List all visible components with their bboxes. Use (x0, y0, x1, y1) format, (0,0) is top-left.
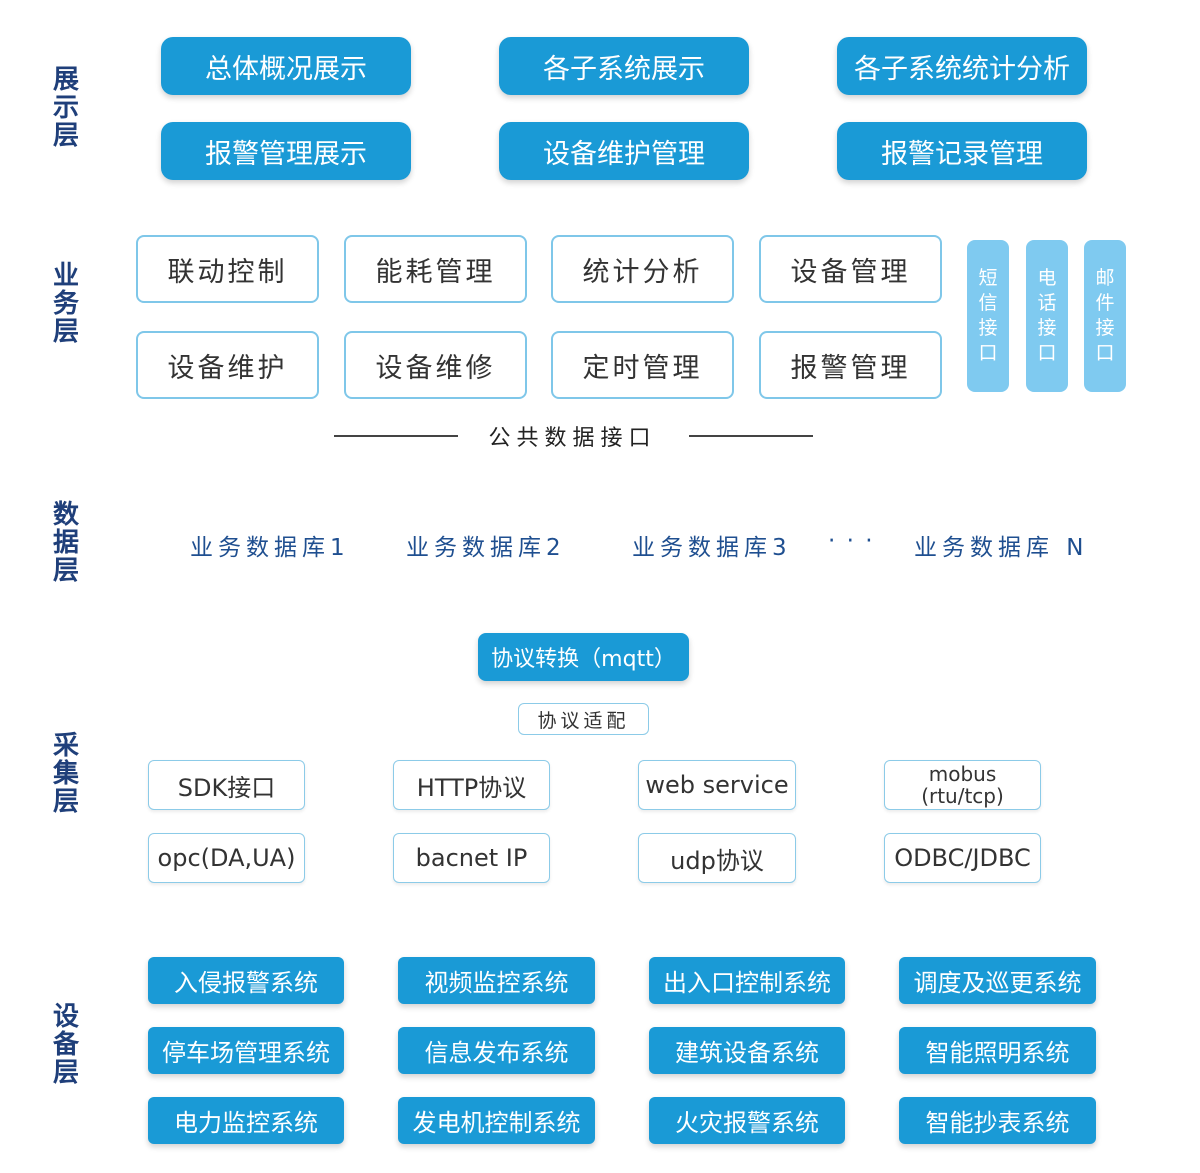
mobus-label: mobus (928, 762, 997, 786)
device-system-box: 信息发布系统 (398, 1027, 595, 1074)
business-module: 能耗管理 (344, 235, 527, 303)
database-label: 业务数据库3 (632, 535, 792, 561)
business-module: 联动控制 (136, 235, 319, 303)
device-system-box: 建筑设备系统 (649, 1027, 845, 1074)
database-label: 业务数据库2 (406, 535, 566, 561)
layer-label-device: 设备层 (52, 1002, 79, 1088)
sms-interface: 短信接口 (967, 240, 1009, 392)
business-module: 设备维护 (136, 331, 319, 399)
display-box: 总体概况展示 (161, 37, 411, 95)
device-system-box: 发电机控制系统 (398, 1097, 595, 1144)
layer-label-collection: 采集层 (52, 731, 79, 817)
device-system-box: 电力监控系统 (148, 1097, 344, 1144)
public-data-interface: 公共数据接口 (488, 426, 657, 451)
email-interface: 邮件接口 (1084, 240, 1126, 392)
mobus-sublabel: (rtu/tcp) (921, 784, 1004, 808)
device-system-box: 智能抄表系统 (899, 1097, 1096, 1144)
protocol-box: ODBC/JDBC (884, 833, 1041, 883)
display-box: 各子系统展示 (499, 37, 749, 95)
business-module: 统计分析 (551, 235, 734, 303)
display-box: 报警记录管理 (837, 122, 1087, 180)
protocol-box: HTTP协议 (393, 760, 550, 810)
device-system-box: 停车场管理系统 (148, 1027, 344, 1074)
divider-line-left (334, 435, 458, 437)
layer-label-display: 展示层 (52, 65, 79, 151)
device-system-box: 火灾报警系统 (649, 1097, 845, 1144)
divider-line-right (689, 435, 813, 437)
display-box: 报警管理展示 (161, 122, 411, 180)
protocol-adapter-box: 协议适配 (518, 703, 649, 735)
business-module: 定时管理 (551, 331, 734, 399)
device-system-box: 入侵报警系统 (148, 957, 344, 1004)
phone-interface: 电话接口 (1026, 240, 1068, 392)
protocol-box: opc(DA,UA) (148, 833, 305, 883)
database-label-last: 业务数据库 N (914, 535, 1089, 561)
protocol-box: SDK接口 (148, 760, 305, 810)
protocol-box: bacnet IP (393, 833, 550, 883)
layer-label-data: 数据层 (52, 500, 79, 586)
protocol-box: web service (638, 760, 796, 810)
layer-label-business: 业务层 (52, 261, 79, 347)
database-label: 业务数据库1 (190, 535, 350, 561)
device-system-box: 智能照明系统 (899, 1027, 1096, 1074)
device-system-box: 出入口控制系统 (649, 957, 845, 1004)
protocol-conversion-box: 协议转换（mqtt） (478, 633, 689, 681)
device-system-box: 调度及巡更系统 (899, 957, 1096, 1004)
database-ellipsis: · · · (828, 528, 875, 554)
business-module: 报警管理 (759, 331, 942, 399)
display-box: 各子系统统计分析 (837, 37, 1087, 95)
business-module: 设备管理 (759, 235, 942, 303)
display-box: 设备维护管理 (499, 122, 749, 180)
protocol-box: udp协议 (638, 833, 796, 883)
protocol-box-mobus: mobus (rtu/tcp) (884, 760, 1041, 810)
business-module: 设备维修 (344, 331, 527, 399)
device-system-box: 视频监控系统 (398, 957, 595, 1004)
